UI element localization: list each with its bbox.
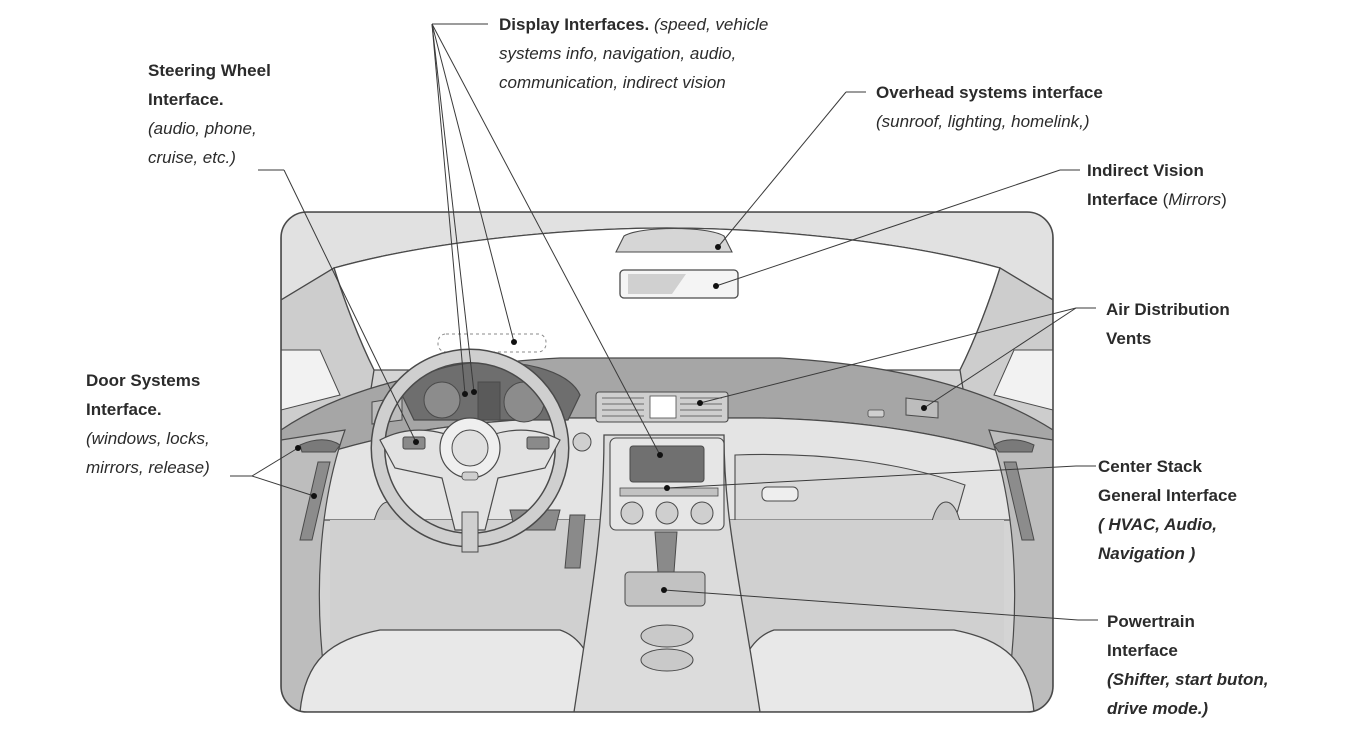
- center-stack-desc-2: Navigation ): [1098, 539, 1237, 568]
- air-distribution-callout: Air Distribution Vents: [1106, 295, 1230, 353]
- cabin-art: [281, 212, 1053, 712]
- dot-cluster-right: [462, 391, 468, 397]
- dot-shifter: [661, 587, 667, 593]
- indirect-vision-callout: Indirect Vision Interface (Mirrors): [1087, 156, 1227, 214]
- powertrain-title-1: Powertrain: [1107, 607, 1269, 636]
- steering-wheel-callout: Steering Wheel Interface. (audio, phone,…: [148, 56, 271, 172]
- dot-door-controls: [311, 493, 317, 499]
- dot-hud: [511, 339, 517, 345]
- overhead-systems-title: Overhead systems interface: [876, 78, 1103, 107]
- door-systems-desc-2: mirrors, release): [86, 453, 210, 482]
- steering-wheel-title-1: Steering Wheel: [148, 56, 271, 85]
- indirect-vision-desc: Mirrors: [1168, 190, 1221, 209]
- indirect-vision-paren-close: ): [1221, 190, 1227, 209]
- overhead-systems-desc: (sunroof, lighting, homelink,): [876, 107, 1103, 136]
- display-interfaces-callout: Display Interfaces. (speed, vehicle syst…: [499, 10, 768, 97]
- indirect-vision-title-1: Indirect Vision: [1087, 156, 1227, 185]
- indirect-vision-paren-open: (: [1158, 190, 1168, 209]
- display-interfaces-desc-2: systems info, navigation, audio,: [499, 39, 768, 68]
- powertrain-callout: Powertrain Interface (Shifter, start but…: [1107, 607, 1269, 723]
- door-systems-desc-1: (windows, locks,: [86, 424, 210, 453]
- display-interfaces-title: Display Interfaces.: [499, 15, 649, 34]
- overhead-systems-callout: Overhead systems interface (sunroof, lig…: [876, 78, 1103, 136]
- dot-steering-controls: [413, 439, 419, 445]
- steering-wheel-title-2: Interface.: [148, 85, 271, 114]
- dot-center-stack: [664, 485, 670, 491]
- dot-center-vent: [697, 400, 703, 406]
- center-stack-title-1: Center Stack: [1098, 452, 1237, 481]
- door-systems-title-1: Door Systems: [86, 366, 210, 395]
- air-distribution-title-1: Air Distribution: [1106, 295, 1230, 324]
- dot-cluster-left: [471, 389, 477, 395]
- dot-rear-mirror: [713, 283, 719, 289]
- indirect-vision-title-2: Interface: [1087, 190, 1158, 209]
- dot-side-vent: [921, 405, 927, 411]
- door-systems-callout: Door Systems Interface. (windows, locks,…: [86, 366, 210, 482]
- steering-wheel-desc-1: (audio, phone,: [148, 114, 271, 143]
- powertrain-title-2: Interface: [1107, 636, 1269, 665]
- powertrain-desc-2: drive mode.): [1107, 694, 1269, 723]
- center-stack-desc-1: ( HVAC, Audio,: [1098, 510, 1237, 539]
- air-distribution-title-2: Vents: [1106, 324, 1230, 353]
- dot-center-display: [657, 452, 663, 458]
- center-stack-callout: Center Stack General Interface ( HVAC, A…: [1098, 452, 1237, 568]
- display-interfaces-desc-1: (speed, vehicle: [654, 15, 768, 34]
- steering-wheel-desc-2: cruise, etc.): [148, 143, 271, 172]
- center-stack-title-2: General Interface: [1098, 481, 1237, 510]
- display-interfaces-desc-3: communication, indirect vision: [499, 68, 768, 97]
- dot-overhead-console: [715, 244, 721, 250]
- dot-door-handle: [295, 445, 301, 451]
- powertrain-desc-1: (Shifter, start buton,: [1107, 665, 1269, 694]
- door-systems-title-2: Interface.: [86, 395, 210, 424]
